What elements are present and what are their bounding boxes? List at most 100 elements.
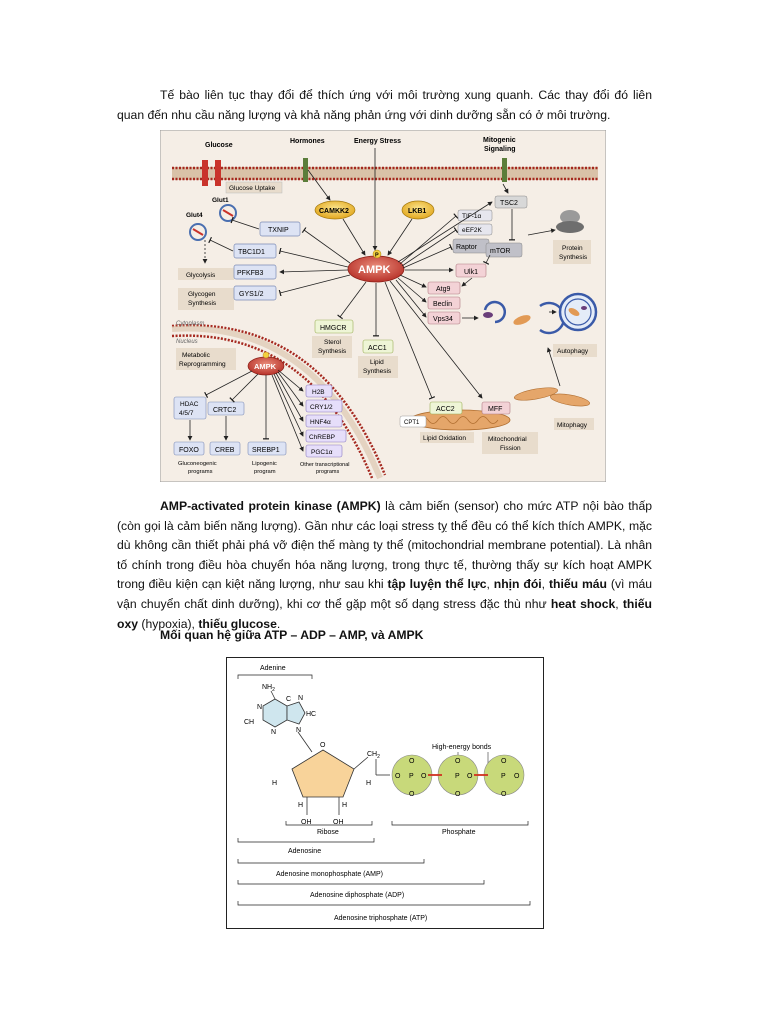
o-label: O [514, 773, 520, 780]
protein-synthesis-label: Protein [562, 245, 583, 252]
h2b-label: H2B [312, 389, 325, 396]
bold-term: nhịn đói [493, 577, 542, 592]
glut4-label: Glut4 [186, 212, 203, 219]
c-label: C [286, 696, 291, 703]
o-label: O [455, 791, 461, 798]
nuclear-membrane [171, 324, 387, 480]
lipid-label-2: Synthesis [363, 368, 392, 375]
hormone-receptor-icon [303, 158, 308, 182]
p-label: P [455, 773, 460, 780]
vps34-label: Vps34 [433, 316, 453, 323]
mtor-label: mTOR [490, 248, 510, 255]
ampk-label: AMPK [358, 264, 390, 276]
adenosine-label: Adenosine [288, 848, 321, 855]
body-text: (vì máu vận chuyển chất dinh dưỡng), khi… [117, 577, 653, 611]
mff-label: MFF [488, 406, 502, 413]
ampk-pathway-diagram: Glucose Glucose Uptake Hormones Energy S… [159, 129, 607, 483]
mito-fission-label: Mitochondrial [488, 436, 527, 443]
ch-label: CH [244, 719, 254, 726]
plasma-membrane [172, 166, 598, 181]
bold-term: thiếu oxy [117, 596, 652, 631]
ribose-ring-icon [291, 749, 355, 798]
hnf4a-label: HNF4α [310, 419, 331, 426]
other-programs-label-2: programs [316, 469, 339, 475]
mitogenic-label: Mitogenic [483, 137, 516, 144]
h-label: H [366, 780, 371, 787]
tif1a-label: TIF-1α [462, 213, 482, 220]
ampk-paragraph: AMP-activated protein kinase (AMPK) là c… [117, 497, 652, 634]
mitogenic-receptor-icon [502, 158, 507, 182]
cytoplasm-label: Cytoplasm [176, 321, 204, 327]
chrebp-label: ChREBP [309, 434, 335, 441]
adenine-label: Adenine [260, 665, 286, 672]
metabolic-label: Metabolic [182, 352, 211, 359]
pfkfb3-label: PFKFB3 [237, 270, 264, 277]
hdac-label-2: 4/5/7 [179, 410, 194, 417]
n-label: N [298, 695, 303, 702]
creb-label: CREB [215, 447, 235, 454]
energy-stress-label: Energy Stress [354, 138, 401, 145]
amp-label: Adenosine monophosphate (AMP) [276, 871, 383, 878]
lipid-oxidation-label: Lipid Oxidation [423, 435, 466, 442]
bold-term: thiếu máu [548, 577, 608, 592]
h-label: H [272, 780, 277, 787]
ribosome-icon [560, 210, 580, 224]
eef2k-label: eEF2K [462, 227, 483, 234]
bold-term: tập luyện thể lực [387, 577, 487, 592]
phagophore-icon [483, 300, 507, 324]
body-text: (hypoxia), [138, 616, 199, 631]
glut1-vesicle-icon [219, 204, 237, 222]
section-heading: Mối quan hệ giữa ATP – ADP – AMP, và AMP… [160, 628, 424, 642]
txnip-label: TXNIP [268, 227, 289, 234]
o-label: O [421, 773, 427, 780]
atp-label: Adenosine triphosphate (ATP) [334, 915, 427, 922]
glucose-label: Glucose [205, 142, 233, 149]
ampk-pathway-figure: Glucose Glucose Uptake Hormones Energy S… [159, 129, 607, 483]
metabolic-label-2: Reprogramming [179, 361, 226, 368]
foxo-label: FOXO [179, 447, 199, 454]
bold-term: thiếu glucose [198, 616, 277, 631]
bold-term: heat shock [550, 596, 616, 611]
nuclear-ampk-label: AMPK [254, 362, 277, 371]
lkb1-label: LKB1 [408, 208, 426, 215]
oh-label: OH [301, 819, 312, 826]
crtc2-label: CRTC2 [213, 407, 236, 414]
lipid-label: Lipid [370, 359, 384, 366]
hc-label: HC [306, 711, 316, 718]
oh-label: OH [333, 819, 344, 826]
nucleus-label: Nucleus [176, 339, 198, 345]
hdac-label: HDAC [180, 401, 199, 408]
o-label: O [455, 758, 461, 765]
glucose-uptake-label: Glucose Uptake [229, 185, 276, 192]
raptor-label: Raptor [456, 244, 478, 251]
tsc2-label: TSC2 [500, 200, 518, 207]
n-label: N [271, 729, 276, 736]
h-label: H [298, 802, 303, 809]
intro-paragraph: Tế bào liên tục thay đổi để thích ứng vớ… [117, 88, 652, 122]
body-text: . [276, 616, 281, 631]
atp-structure-figure: Adenine NH2 N CH N C N HC N O H H H H OH… [226, 657, 544, 929]
o-label: O [395, 773, 401, 780]
pgc1a-label: PGC1α [311, 449, 333, 456]
acc1-label: ACC1 [368, 345, 387, 352]
glut4-vesicle-icon [189, 223, 207, 241]
n-label: N [296, 727, 301, 734]
lkb1-node [401, 200, 435, 220]
camkk2-label: CAMKK2 [319, 208, 349, 215]
high-energy-label: High-energy bonds [432, 744, 492, 751]
body-text: , [615, 596, 623, 611]
p-label: P [501, 773, 506, 780]
o-label: O [320, 742, 326, 749]
camkk2-node [314, 200, 356, 220]
body-text: là cảm biến (sensor) cho mức ATP nội bào… [117, 499, 652, 592]
gluconeo-label: Gluconeogenic [178, 461, 217, 467]
phosphate-label: Phosphate [442, 829, 476, 836]
autophagy-label: Autophagy [557, 348, 589, 355]
p-label: P [409, 773, 414, 780]
gluconeo-label-2: programs [188, 469, 213, 475]
h-label: H [342, 802, 347, 809]
glucose-transporter-icon [215, 160, 221, 186]
glycogen-label-2: Synthesis [188, 300, 217, 307]
srebp1-label: SREBP1 [252, 447, 280, 454]
o-label: O [409, 758, 415, 765]
